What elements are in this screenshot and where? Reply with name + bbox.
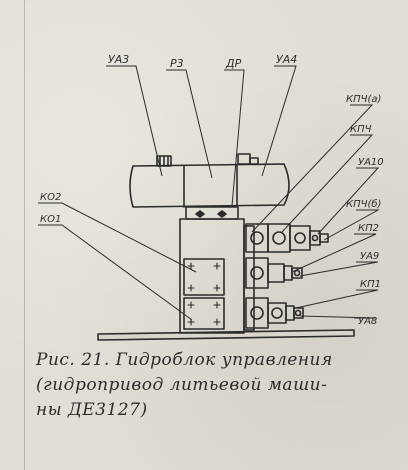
neck-bolt-left: [195, 210, 205, 218]
valve-row-kp2: [245, 257, 303, 289]
base-plate: [97, 329, 355, 341]
component-labels: УА3 Р3 ДР УА4 КПЧ(а) КПЧ УА10 КПЧ(б) КП2…: [40, 53, 384, 327]
left-solenoid-stub: [156, 155, 172, 167]
leader-lines: [38, 65, 380, 321]
right-solenoid-stub: [237, 153, 259, 165]
label-ua9: УА9: [360, 251, 379, 262]
label-ua8: УА8: [358, 316, 377, 327]
label-ko2: КО2: [40, 192, 61, 203]
caption-line-2: (гидропривод литьевой маши-: [36, 375, 328, 395]
neck-bolt-right: [217, 210, 227, 218]
label-kpch-b: КПЧ(б): [346, 198, 381, 210]
label-ua10: УА10: [358, 157, 384, 168]
label-kpch: КПЧ: [350, 124, 372, 135]
caption-line-1: Рис. 21. Гидроблок управления: [36, 350, 333, 370]
label-r3: Р3: [170, 57, 184, 70]
connection-neck: [185, 206, 239, 220]
label-ua3: УА3: [108, 53, 129, 66]
figure-caption: Рис. 21. Гидроблок управления (гидроприв…: [36, 348, 396, 423]
label-ua4: УА4: [276, 53, 297, 66]
main-body: [179, 218, 245, 334]
caption-line-3: ны ДЕ3127): [36, 400, 148, 420]
cover-bolts: [187, 262, 221, 326]
cover-ko1: [183, 297, 225, 330]
valve-row-kp1: [245, 297, 304, 329]
top-valve-housing: [129, 163, 290, 208]
page-margin-line: [24, 0, 25, 470]
label-ko1: КО1: [40, 214, 61, 225]
valve-row-kpch: [245, 223, 329, 253]
label-dr: ДР: [225, 57, 242, 70]
label-kp2: КП2: [358, 223, 379, 234]
label-kp1: КП1: [360, 279, 381, 290]
label-kpch-a: КПЧ(а): [346, 94, 381, 105]
cover-ko2: [183, 258, 225, 296]
